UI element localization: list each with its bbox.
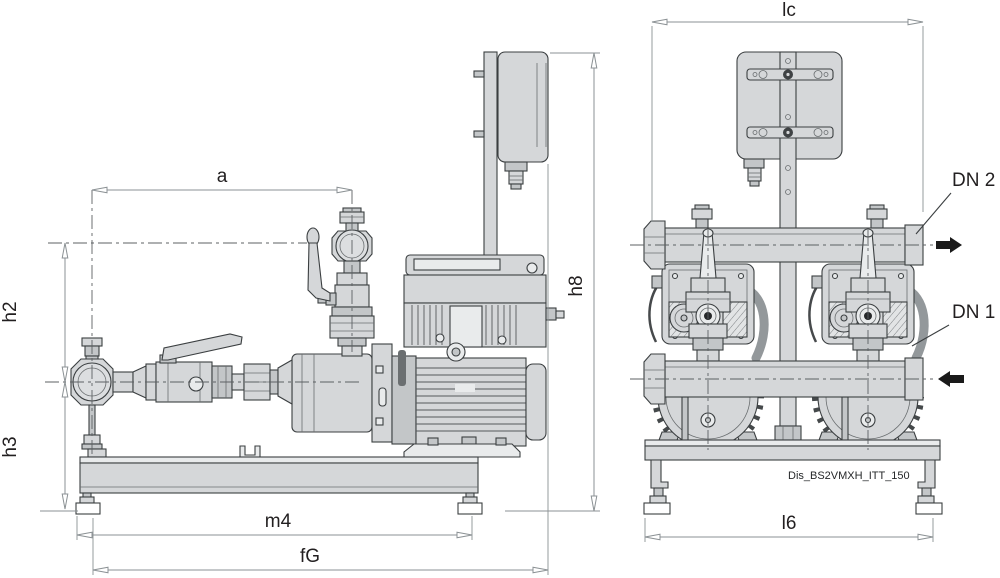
port-label-dn1: DN 1 xyxy=(952,302,995,323)
drive-cable-gland xyxy=(545,307,557,321)
valve-lever-side xyxy=(306,227,331,302)
dim-label-l6: l6 xyxy=(782,513,797,534)
pump-volute-2 xyxy=(812,396,924,453)
leg-right xyxy=(915,459,943,515)
control-box-side xyxy=(497,51,549,190)
foot-left xyxy=(75,492,101,515)
pipe-support-bracket xyxy=(239,445,261,458)
discharge-riser xyxy=(306,207,375,357)
dim-label-a: a xyxy=(217,166,228,187)
motor-cable xyxy=(648,284,660,343)
front-view: Dis_BS2VMXH_ITT_150 DN 2 DN 1 lc xyxy=(630,0,995,542)
dimension-l6: l6 xyxy=(644,513,934,542)
control-box-pole-side xyxy=(473,51,498,265)
coupling-shadow xyxy=(398,350,406,386)
dim-label-h8: h8 xyxy=(566,275,587,296)
base-frame-side xyxy=(75,445,483,515)
ball-valve-lever xyxy=(159,333,243,364)
dn2-callout: DN 2 xyxy=(915,170,995,253)
motor-fins xyxy=(416,367,526,432)
dimension-m4: m4 xyxy=(76,511,473,540)
port-label-dn2: DN 2 xyxy=(952,170,995,191)
motor-foot-bracket xyxy=(403,443,521,458)
vent-plug xyxy=(691,204,713,229)
dimension-fG: fG xyxy=(92,164,549,575)
dim-label-fG: fG xyxy=(300,546,320,567)
mounting-strap-top xyxy=(746,68,834,81)
dim-label-m4: m4 xyxy=(265,511,292,532)
manifold-end-plug xyxy=(643,220,666,270)
foot-right xyxy=(457,492,483,515)
dimension-h2: h2 xyxy=(0,242,69,383)
motor-side xyxy=(391,350,547,458)
drawing-code: Dis_BS2VMXH_ITT_150 xyxy=(788,470,910,482)
pump-unit-1 xyxy=(648,263,769,453)
flow-out-arrow-icon xyxy=(936,237,962,253)
pump-unit-2 xyxy=(808,263,929,453)
flow-in-arrow-icon xyxy=(938,371,964,387)
variable-speed-drive xyxy=(403,254,565,362)
side-view: a h2 h3 m4 fG h8 xyxy=(0,51,600,575)
suction-piping xyxy=(112,333,293,405)
leg-left xyxy=(643,459,671,515)
pump-body-side xyxy=(291,343,393,443)
dimension-h3: h3 xyxy=(0,381,78,512)
dim-label-lc: lc xyxy=(782,0,796,21)
cable-gland-rear xyxy=(743,158,765,187)
cable-gland-side xyxy=(504,161,528,190)
dim-label-h3: h3 xyxy=(0,436,21,457)
vent-plug xyxy=(866,204,888,229)
dimension-a: a xyxy=(91,166,353,194)
motor-cable xyxy=(808,284,820,343)
dimension-lc: lc xyxy=(651,0,924,222)
dn1-callout: DN 1 xyxy=(911,302,995,387)
dim-label-h2: h2 xyxy=(0,301,21,322)
mounting-strap-bottom xyxy=(746,126,834,139)
manifold-end-plug xyxy=(643,353,666,405)
base-frame-front: Dis_BS2VMXH_ITT_150 xyxy=(643,439,943,515)
isolation-valve-lever xyxy=(859,228,877,279)
dimension-h8: h8 xyxy=(505,52,600,512)
